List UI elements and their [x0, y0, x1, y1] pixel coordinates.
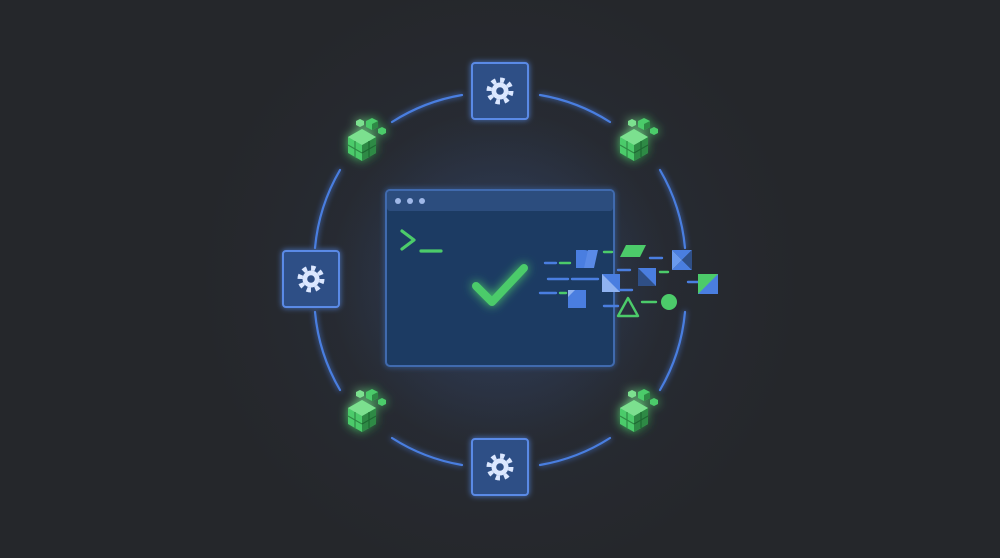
- geometric-shape-icon: [568, 290, 586, 308]
- ring-segment: [390, 436, 464, 467]
- orbit-ring: [313, 93, 687, 467]
- gear-node-top: [471, 62, 529, 120]
- geometric-shape-icon: [682, 250, 692, 270]
- geometric-shape-icon: [568, 290, 575, 297]
- green-cube-cluster-icon: [347, 117, 387, 162]
- geometric-shape-icon: [620, 245, 646, 257]
- green-cube-cluster-icon: [619, 388, 659, 433]
- ring-segment: [390, 93, 464, 124]
- geometric-shape-icon: [602, 274, 620, 292]
- terminal-window: [385, 189, 615, 367]
- ring-segment: [538, 436, 612, 467]
- ring-segment: [538, 93, 612, 124]
- geometric-shape-icon: [616, 296, 640, 318]
- ring-segment: [658, 310, 687, 392]
- geometric-shape-icon: [672, 250, 682, 270]
- checkmark-icon: [472, 264, 528, 306]
- particle-stream: [538, 245, 718, 318]
- geometric-shape-icon: [672, 250, 692, 260]
- geometric-shape-icon: [698, 274, 718, 294]
- window-dot: [419, 198, 425, 204]
- geometric-shape-icon: [661, 294, 677, 310]
- green-cube-cluster-icon: [619, 117, 659, 162]
- ring-segment: [313, 310, 342, 392]
- ring-segment: [658, 168, 687, 250]
- window-titlebar: [387, 191, 613, 211]
- gear-node-bottom: [471, 438, 529, 496]
- window-dot: [395, 198, 401, 204]
- terminal-prompt-icon: [400, 229, 443, 253]
- geometric-shape-icon: [584, 250, 598, 268]
- geometric-shape-icon: [672, 260, 692, 270]
- ring-segment: [313, 168, 342, 250]
- geometric-shape-icon: [638, 268, 656, 286]
- gear-node-left: [282, 250, 340, 308]
- window-dot: [407, 198, 413, 204]
